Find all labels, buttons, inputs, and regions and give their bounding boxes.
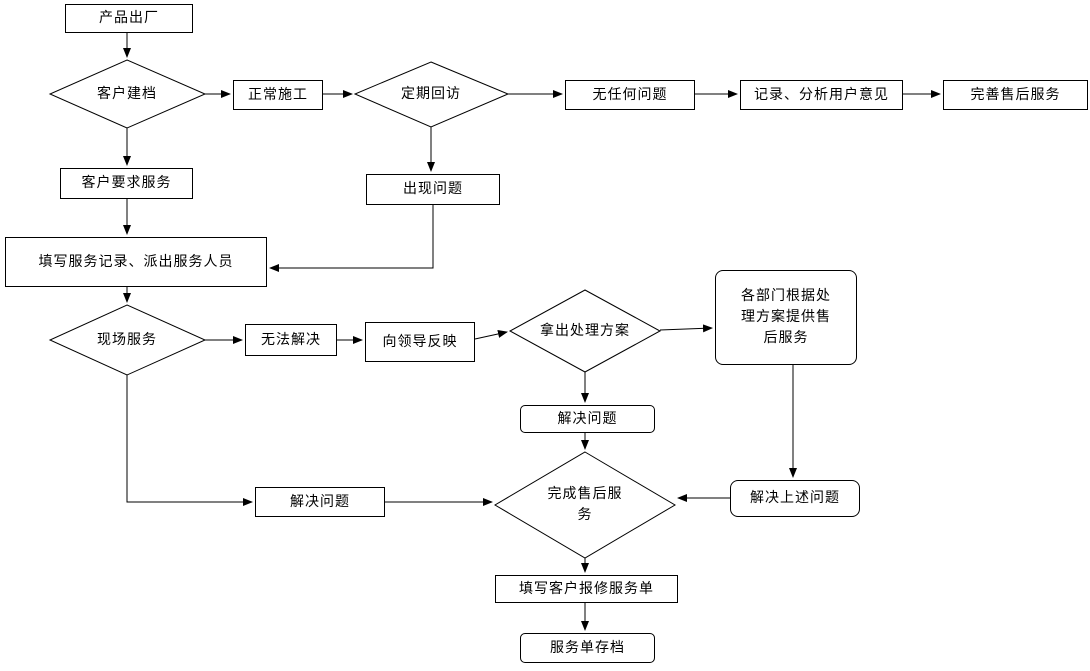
node-solve-problem-mid: 解决问题: [520, 405, 655, 433]
edge-onsite-to-solveleft: [126, 375, 253, 506]
node-regular-visit: 定期回访: [401, 86, 461, 102]
node-no-problem: 无任何问题: [565, 80, 695, 110]
node-record-analyze: 记录、分析用户意见: [740, 80, 903, 110]
node-product-ship: 产品出厂: [65, 4, 193, 33]
node-fill-record: 填写服务记录、派出服务人员: [5, 237, 267, 287]
node-solve-above: 解决上述问题: [730, 480, 860, 517]
node-normal-construction: 正常施工: [233, 80, 323, 110]
node-customer-request: 客户要求服务: [60, 168, 193, 199]
node-fill-repair-form: 填写客户报修服务单: [495, 575, 678, 603]
node-complete-service: 完成售后服务: [547, 487, 623, 523]
node-improve-service: 完善售后服务: [943, 80, 1088, 110]
node-cannot-solve: 无法解决: [245, 324, 337, 356]
node-report-leader: 向领导反映: [365, 322, 475, 362]
node-propose-plan: 拿出处理方案: [540, 323, 630, 339]
node-customer-file: 客户建档: [97, 86, 157, 102]
node-problem-appear: 出现问题: [366, 174, 500, 205]
edge-problem-to-fillrecord: [269, 205, 434, 272]
node-departments-provide: 各部门根据处理方案提供售后服务: [715, 270, 857, 365]
node-onsite-service: 现场服务: [97, 332, 157, 348]
node-solve-problem-left: 解决问题: [255, 487, 385, 517]
node-archive-form: 服务单存档: [520, 633, 655, 663]
edge-plan-to-departments: [659, 324, 713, 333]
edge-report-to-plan: [474, 330, 508, 340]
